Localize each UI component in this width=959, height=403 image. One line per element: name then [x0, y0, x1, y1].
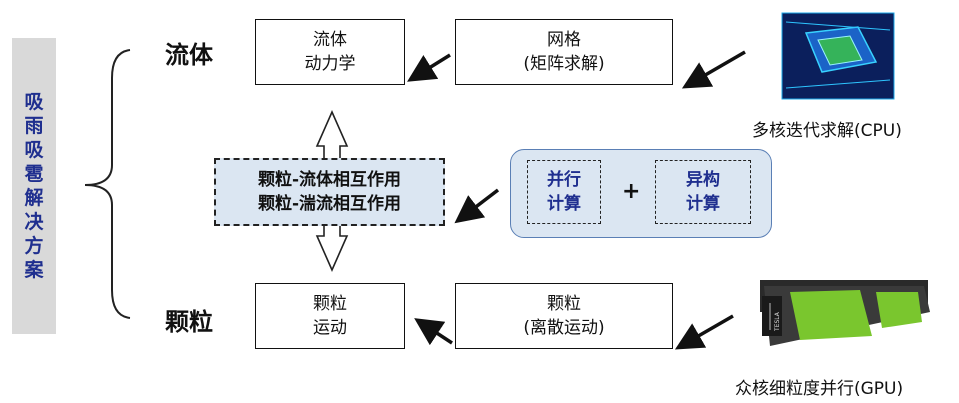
- parallel-compute-box: 并行 计算: [527, 160, 601, 224]
- particle-discrete-line2: (离散运动): [523, 318, 605, 338]
- particle-discrete-box: 颗粒 (离散运动): [455, 283, 673, 349]
- sidebar-title: 吸雨吸雹解决方案: [24, 91, 44, 281]
- fluid-dynamics-line1: 流体: [313, 30, 347, 50]
- mesh-box: 网格 (矩阵求解): [455, 19, 673, 85]
- mesh-line2: (矩阵求解): [523, 54, 605, 74]
- curly-brace: [84, 49, 131, 319]
- particle-label: 颗粒: [165, 308, 213, 336]
- gpu-caption: 众核细粒度并行(GPU): [735, 379, 904, 399]
- arrow-cpu-to-mesh: [681, 50, 746, 89]
- plus-sign: +: [622, 179, 641, 204]
- mesh-line1: 网格: [547, 30, 581, 50]
- fluid-label: 流体: [165, 41, 213, 69]
- fluid-dynamics-line2: 动力学: [304, 54, 356, 74]
- arrow-gpu-to-discrete: [674, 314, 734, 350]
- heterogeneous-line2: 计算: [686, 194, 720, 214]
- arrow-mesh-to-fluid: [407, 53, 451, 82]
- parallel-line2: 计算: [547, 194, 581, 214]
- particle-motion-line1: 颗粒: [313, 294, 347, 314]
- heterogeneous-compute-box: 异构 计算: [655, 160, 751, 224]
- arrow-discrete-to-motion: [414, 318, 453, 346]
- parallel-line1: 并行: [547, 170, 581, 190]
- cpu-caption: 多核迭代求解(CPU): [752, 121, 902, 141]
- particle-motion-box: 颗粒 运动: [255, 283, 405, 349]
- interaction-box: 颗粒-流体相互作用 颗粒-湍流相互作用: [214, 158, 445, 226]
- interaction-line2: 颗粒-湍流相互作用: [257, 194, 402, 214]
- cpu-chip-image: [781, 12, 895, 100]
- sidebar: 吸雨吸雹解决方案: [12, 38, 56, 334]
- heterogeneous-line1: 异构: [686, 170, 720, 190]
- particle-discrete-line1: 颗粒: [547, 294, 581, 314]
- gpu-brand-text: TESLA: [774, 311, 781, 332]
- particle-motion-line2: 运动: [313, 318, 347, 338]
- gpu-card-image: TESLA: [760, 280, 930, 346]
- fluid-dynamics-box: 流体 动力学: [255, 19, 405, 85]
- arrow-compute-to-interaction: [454, 188, 500, 224]
- interaction-line1: 颗粒-流体相互作用: [257, 170, 402, 190]
- compute-panel: 并行 计算 + 异构 计算: [510, 149, 772, 238]
